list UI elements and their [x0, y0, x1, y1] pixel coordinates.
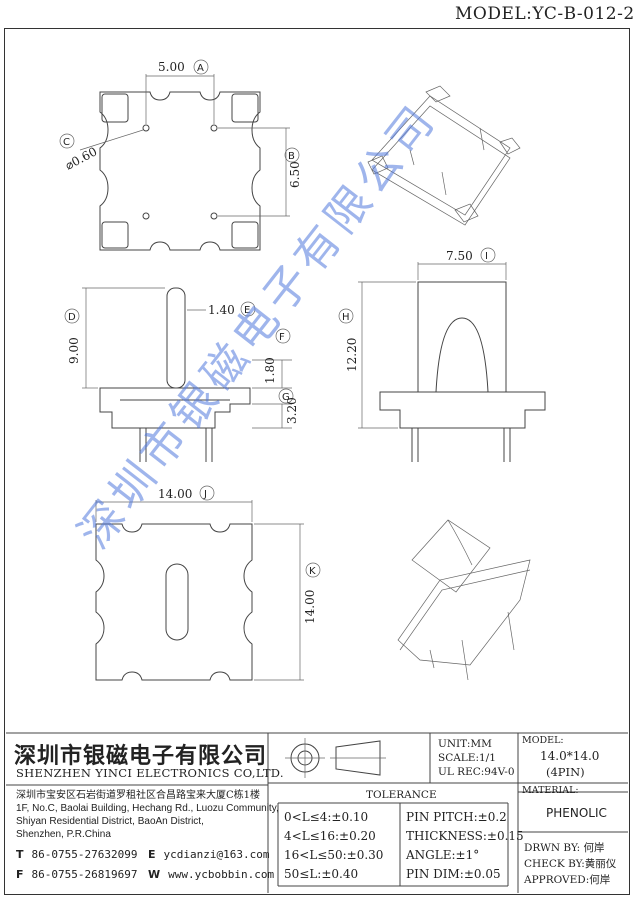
dim-c-tag: C: [63, 137, 70, 148]
tolerance-title: TOLERANCE: [366, 789, 437, 801]
model-pins: (4PIN): [546, 765, 585, 779]
approved-by: APPROVED:何岸: [524, 874, 611, 886]
dim-e-value: 1.40: [208, 303, 235, 317]
dim-i-tag: I: [485, 251, 488, 262]
fax-value: 86-0755-26819697: [31, 868, 138, 881]
dim-k-tag: K: [309, 566, 316, 577]
email-value: ycdianzi@163.com: [163, 848, 270, 861]
dim-i-value: 7.50: [446, 249, 473, 263]
checked-by: CHECK BY:黄丽仪: [524, 858, 617, 870]
drawing-frame: [4, 28, 630, 895]
dim-e-tag: E: [244, 305, 250, 316]
tolerance-right-2: ANGLE:±1°: [406, 848, 480, 862]
dim-f-value: 1.80: [263, 357, 277, 384]
dim-j-tag: J: [203, 489, 207, 500]
dim-f-tag: F: [279, 332, 285, 343]
isometric-view-top: [367, 85, 521, 226]
dim-b-value: 6.50: [288, 161, 302, 188]
isometric-view-bottom: [397, 519, 531, 681]
address-en-2: Shiyan Residential District, BaoAn Distr…: [16, 816, 204, 827]
tolerance-right-0: PIN PITCH:±0.2: [406, 810, 507, 824]
dim-h-tag: H: [342, 312, 350, 323]
unit-label: UNIT:MM: [438, 738, 492, 750]
dim-c-value: ⌀0.60: [63, 144, 100, 172]
tolerance-left-3: 50≤L:±0.40: [284, 867, 359, 881]
side-view: [358, 262, 546, 462]
model-title: MODEL:YC-B-012-2: [455, 4, 635, 24]
dim-d-tag: D: [68, 312, 76, 323]
front-view: [82, 287, 292, 462]
tolerance-left-2: 16<L≤50:±0.30: [284, 848, 384, 862]
address-en-3: Shenzhen, P.R.China: [16, 829, 111, 840]
dim-a-value: 5.00: [158, 60, 185, 74]
tolerance-right-3: PIN DIM:±0.05: [406, 867, 501, 881]
dim-g-tag: G: [282, 392, 290, 403]
web-value: www.ycbobbin.com: [168, 868, 275, 881]
drawn-by: DRWN BY: 何岸: [524, 842, 605, 854]
model-value: 14.0*14.0: [540, 749, 600, 763]
material-value: PHENOLIC: [546, 806, 607, 820]
tolerance-left-1: 4<L≤16:±0.20: [284, 829, 376, 843]
ul-label: UL REC:94V-0: [438, 766, 515, 778]
tel-value: 86-0755-27632099: [31, 848, 138, 861]
dim-g-value: 3.20: [285, 397, 299, 424]
projection-symbol: [285, 738, 386, 778]
dim-d-value: 9.00: [67, 337, 81, 364]
company-name-en: SHENZHEN YINCI ELECTRONICS CO,LTD.: [16, 766, 284, 780]
dim-a-tag: A: [197, 63, 204, 74]
tel-label: T: [16, 848, 24, 861]
title-block-grid: [6, 732, 628, 893]
company-name-cn: 深圳市银磁电子有限公司: [14, 744, 268, 769]
dim-h-value: 12.20: [345, 338, 359, 372]
contact-fax: F 86-0755-26819697: [16, 868, 137, 881]
address-en-1: 1F, No.C, Baolai Building, Hechang Rd., …: [16, 803, 279, 814]
email-label: E: [148, 848, 156, 861]
tolerance-right-1: THICKNESS:±0.15: [406, 829, 524, 843]
contact-tel: T 86-0755-27632099: [16, 848, 137, 861]
dim-j-value: 14.00: [158, 487, 192, 501]
top-view: [79, 74, 290, 251]
scale-label: SCALE:1/1: [438, 752, 496, 764]
web-label: W: [148, 868, 161, 881]
address-cn: 深圳市宝安区石岩街道罗租社区合昌路宝来大厦C栋1楼: [16, 790, 261, 801]
dim-b-tag: B: [288, 151, 295, 162]
fax-label: F: [16, 868, 24, 881]
material-label: MATERIAL:: [522, 785, 579, 796]
tolerance-left-0: 0<L≤4:±0.10: [284, 810, 369, 824]
bottom-view: [95, 500, 304, 681]
dim-k-value: 14.00: [303, 590, 317, 624]
model-label: MODEL:: [522, 735, 564, 746]
